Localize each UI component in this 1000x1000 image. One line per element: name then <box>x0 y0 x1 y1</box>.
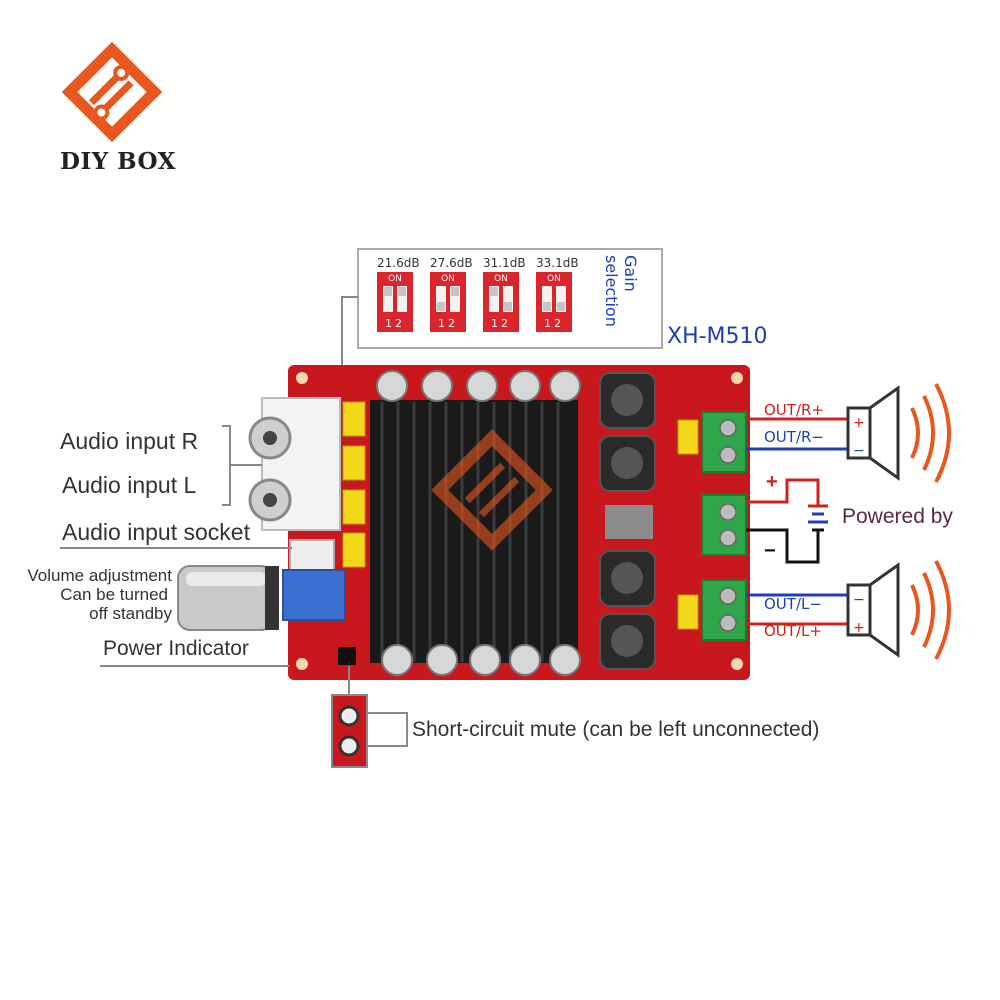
out-l-minus-label: OUT/L− <box>764 595 822 613</box>
speaker-left-icon: − + <box>846 560 951 660</box>
dip-on-label: ON <box>494 274 508 284</box>
svg-text:+: + <box>853 620 865 636</box>
dip-switch-27-6db: ON 12 <box>430 272 466 332</box>
speaker-right-icon: + − <box>846 383 951 483</box>
model-name: XH-M510 <box>667 324 768 349</box>
gain-value: 31.1dB <box>483 256 526 270</box>
volume-label-line1: Volume adjustment <box>27 566 172 585</box>
dip-on-label: ON <box>547 274 561 284</box>
gain-selection-title-wrap: Gain selection <box>602 255 642 345</box>
out-l-plus-label: OUT/L+ <box>764 622 822 640</box>
powered-by-label: Powered by <box>842 505 953 528</box>
brand-name: DIY BOX <box>60 148 176 175</box>
gain-selection-title: Gain selection <box>602 255 640 327</box>
out-r-minus-label: OUT/R− <box>764 428 824 446</box>
svg-text:−: − <box>853 592 865 608</box>
diy-box-logo-icon <box>62 42 162 142</box>
out-r-plus-label: OUT/R+ <box>764 401 824 419</box>
power-indicator-label: Power Indicator <box>103 637 249 660</box>
gain-value: 27.6dB <box>430 256 473 270</box>
audio-input-l-label: Audio input L <box>62 472 197 498</box>
dip-on-label: ON <box>388 274 402 284</box>
dip-switch-33-1db: ON 12 <box>536 272 572 332</box>
power-minus-label: − <box>764 540 776 562</box>
volume-label-line2: Can be turned <box>60 585 168 604</box>
dip-numbers: 12 <box>544 317 564 330</box>
volume-label-line3: off standby <box>89 604 172 623</box>
dip-on-label: ON <box>441 274 455 284</box>
gain-value: 21.6dB <box>377 256 420 270</box>
svg-text:−: − <box>853 443 865 459</box>
gain-selection-panel: 21.6dB 27.6dB 31.1dB 33.1dB ON 12 ON 12 … <box>357 248 663 349</box>
dip-numbers: 12 <box>491 317 511 330</box>
short-circuit-mute-label: Short-circuit mute (can be left unconnec… <box>412 718 820 741</box>
dip-switch-31-1db: ON 12 <box>483 272 519 332</box>
svg-text:+: + <box>853 415 865 431</box>
dip-numbers: 12 <box>438 317 458 330</box>
dip-switch-21-6db: ON 12 <box>377 272 413 332</box>
audio-input-socket-label: Audio input socket <box>62 519 250 545</box>
gain-value: 33.1dB <box>536 256 579 270</box>
power-plus-label: + <box>766 471 778 493</box>
audio-input-r-label: Audio input R <box>60 428 199 454</box>
dip-numbers: 12 <box>385 317 405 330</box>
